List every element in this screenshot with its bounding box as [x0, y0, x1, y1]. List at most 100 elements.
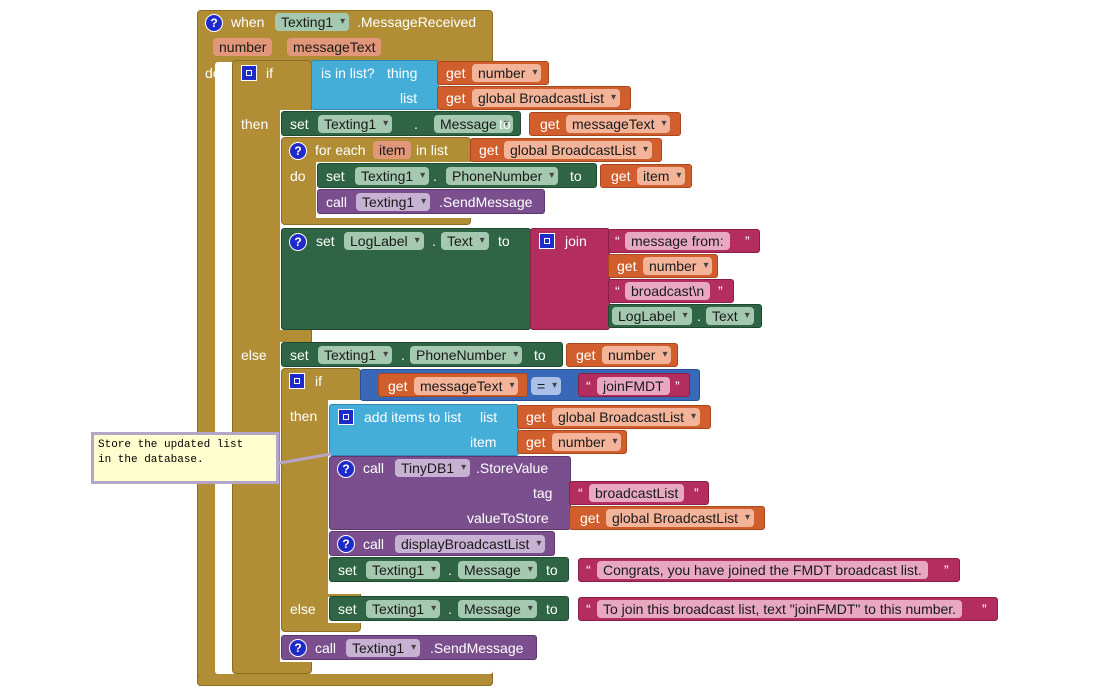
method-label: .StoreValue [476, 460, 549, 476]
set-label: set [338, 601, 357, 617]
var-dropdown[interactable]: messageText [414, 377, 519, 395]
mutator-icon[interactable] [338, 409, 354, 425]
text-field[interactable]: broadcast\n [625, 282, 711, 300]
property-dropdown[interactable]: Message [458, 600, 537, 618]
if-label: if [266, 65, 273, 81]
component-dropdown[interactable]: Texting1 [366, 600, 441, 618]
help-icon[interactable]: ? [289, 142, 307, 160]
help-icon[interactable]: ? [205, 14, 223, 32]
to-label: to [546, 562, 558, 578]
var-dropdown[interactable]: number [643, 257, 713, 275]
property-dropdown[interactable]: Text [441, 232, 489, 250]
dot-label: . [697, 308, 701, 324]
property-dropdown[interactable]: Text [706, 307, 754, 325]
do-label: do [290, 168, 306, 184]
quote-icon: ” [944, 562, 949, 578]
then-label: then [290, 408, 318, 424]
thing-label: thing [387, 65, 418, 81]
property-dropdown[interactable]: PhoneNumber [410, 346, 523, 364]
join-label: join [565, 233, 587, 249]
param-messagetext[interactable]: messageText [287, 38, 382, 56]
dot-label: . [432, 233, 436, 249]
for-each-label: for each [315, 142, 366, 158]
to-label: to [499, 116, 511, 132]
var-dropdown[interactable]: messageText [566, 115, 671, 133]
component-dropdown[interactable]: Texting1 [275, 13, 350, 31]
get-label: get [526, 409, 546, 425]
set-label: set [290, 347, 309, 363]
else-label: else [241, 347, 267, 363]
dot-label: . [448, 562, 452, 578]
to-label: to [570, 168, 582, 184]
component-dropdown[interactable]: Texting1 [355, 167, 430, 185]
method-label: .SendMessage [439, 194, 533, 210]
comment-bubble[interactable]: Store the updated list in the database. [91, 432, 279, 484]
var-dropdown[interactable]: number [552, 433, 622, 451]
text-field[interactable]: To join this broadcast list, text "joinF… [597, 600, 963, 618]
get-label: get [540, 116, 560, 132]
list-label: list [400, 90, 418, 106]
dot-label: . [414, 116, 418, 132]
call-label: call [363, 536, 385, 552]
help-icon[interactable]: ? [289, 639, 307, 657]
property-dropdown[interactable]: PhoneNumber [446, 167, 559, 185]
event-bottom [197, 674, 493, 686]
component-dropdown[interactable]: Texting1 [356, 193, 431, 211]
get-label: get [446, 90, 466, 106]
procedure-dropdown[interactable]: displayBroadcastList [395, 535, 546, 553]
dot-label: . [448, 601, 452, 617]
get-label: get [580, 510, 600, 526]
set-label: set [290, 116, 309, 132]
component-dropdown[interactable]: Texting1 [346, 639, 421, 657]
component-dropdown[interactable]: LogLabel [612, 307, 692, 325]
text-field[interactable]: joinFMDT [597, 377, 670, 395]
dot-label: . [433, 168, 437, 184]
is-in-list-label: is in list? [321, 65, 375, 81]
quote-icon: ” [745, 233, 750, 249]
in-list-label: in list [416, 142, 448, 158]
mutator-icon[interactable] [241, 65, 257, 81]
get-label: get [526, 434, 546, 450]
var-dropdown[interactable]: item [637, 167, 686, 185]
var-dropdown[interactable]: global BroadcastList [504, 141, 653, 159]
call-label: call [315, 640, 337, 656]
var-dropdown[interactable]: number [602, 346, 672, 364]
text-field[interactable]: Congrats, you have joined the FMDT broad… [597, 561, 928, 579]
get-label: get [388, 378, 408, 394]
var-dropdown[interactable]: global BroadcastList [606, 509, 755, 527]
component-dropdown[interactable]: Texting1 [318, 115, 393, 133]
loop-var-field[interactable]: item [373, 141, 412, 159]
to-label: to [498, 233, 510, 249]
text-field[interactable]: message from: [625, 232, 730, 250]
component-dropdown[interactable]: Texting1 [366, 561, 441, 579]
help-icon[interactable]: ? [337, 535, 355, 553]
component-dropdown[interactable]: Texting1 [318, 346, 393, 364]
quote-icon: “ [586, 601, 591, 617]
mutator-icon[interactable] [289, 373, 305, 389]
item-label: item [470, 434, 497, 450]
set-label: set [326, 168, 345, 184]
operator-dropdown[interactable]: = [531, 377, 562, 395]
call-label: call [326, 194, 348, 210]
var-dropdown[interactable]: number [472, 64, 542, 82]
event-name: .MessageReceived [357, 14, 477, 30]
get-label: get [576, 347, 596, 363]
help-icon[interactable]: ? [337, 460, 355, 478]
component-dropdown[interactable]: LogLabel [344, 232, 424, 250]
is-in-list-block[interactable] [311, 60, 439, 110]
mutator-icon[interactable] [539, 233, 555, 249]
help-icon[interactable]: ? [289, 233, 307, 251]
var-dropdown[interactable]: global BroadcastList [552, 408, 701, 426]
set-label: set [316, 233, 335, 249]
param-number[interactable]: number [213, 38, 273, 56]
list-label: list [480, 409, 498, 425]
component-dropdown[interactable]: TinyDB1 [395, 459, 471, 477]
call-sendmessage-block[interactable] [317, 189, 545, 214]
quote-icon: “ [615, 283, 620, 299]
property-dropdown[interactable]: Message [434, 115, 513, 133]
var-dropdown[interactable]: global BroadcastList [472, 89, 621, 107]
get-label: get [611, 168, 631, 184]
get-label: get [446, 65, 466, 81]
text-field[interactable]: broadcastList [589, 484, 685, 502]
property-dropdown[interactable]: Message [458, 561, 537, 579]
